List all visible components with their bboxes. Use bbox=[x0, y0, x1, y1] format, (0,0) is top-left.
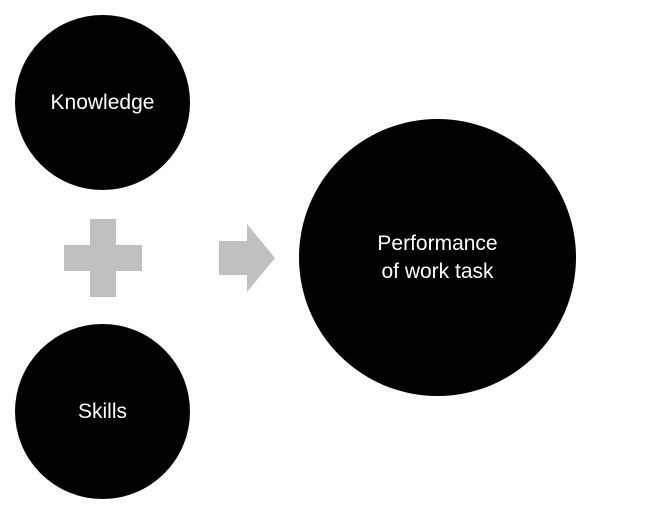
knowledge-circle: Knowledge bbox=[15, 15, 190, 190]
performance-circle: Performance of work task bbox=[299, 119, 576, 396]
performance-line2: of work task bbox=[381, 259, 494, 283]
arrow-right-icon bbox=[219, 224, 275, 292]
knowledge-label: Knowledge bbox=[50, 90, 155, 114]
performance-line1: Performance bbox=[377, 231, 498, 255]
skills-circle: Skills bbox=[15, 324, 190, 499]
plus-icon bbox=[64, 219, 142, 297]
performance-label: Performance of work task bbox=[377, 230, 497, 286]
skills-label: Skills bbox=[77, 399, 127, 423]
